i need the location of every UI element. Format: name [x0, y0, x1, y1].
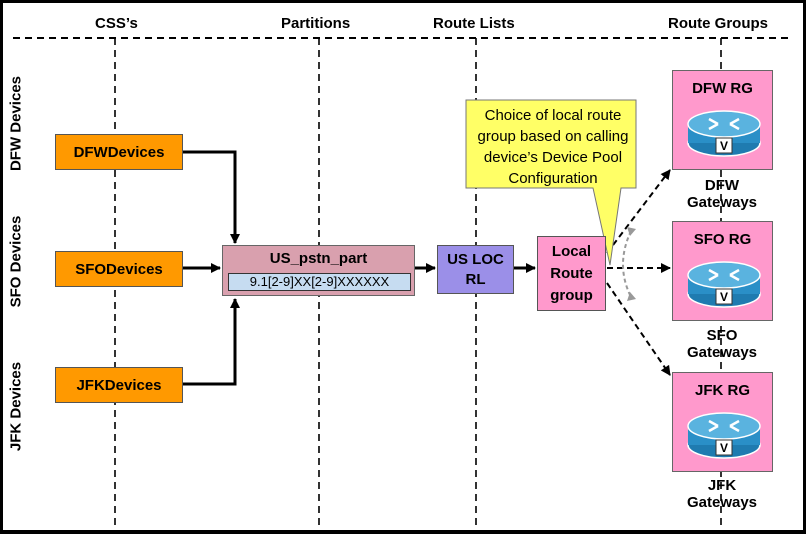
callout-line2: group based on calling — [477, 128, 629, 145]
router-icon: V — [687, 261, 761, 308]
header-css: CSS’s — [95, 15, 138, 32]
gateways-jfk-line2: Gateways — [686, 494, 758, 511]
route-group-dfw: DFW RG V — [672, 70, 773, 170]
css-box-dfw: DFWDevices — [55, 134, 183, 170]
route-group-dfw-name: DFW RG — [692, 80, 753, 97]
route-group-jfk: JFK RG V — [672, 372, 773, 472]
header-route-lists: Route Lists — [433, 15, 515, 32]
gateways-label-dfw: DFW Gateways — [662, 177, 782, 211]
dashed-arrow-to-dfw-rg — [606, 169, 671, 254]
route-group-sfo: SFO RG V — [672, 221, 773, 321]
gateways-label-jfk: JFK Gateways — [662, 477, 782, 511]
gateways-label-sfo: SFO Gateways — [662, 327, 782, 361]
local-route-group-box: Local Route group — [537, 236, 606, 311]
diagram-canvas: CSS’s Partitions Route Lists Route Group… — [3, 3, 803, 530]
route-group-jfk-name: JFK RG — [694, 382, 750, 399]
router-icon: V — [687, 412, 761, 459]
callout-text: Choice of local route group based on cal… — [473, 105, 633, 189]
arrow-dfw-to-partition — [183, 150, 240, 244]
css-box-jfk: JFKDevices — [55, 367, 183, 403]
header-partitions: Partitions — [281, 15, 351, 32]
partition-name: US_pstn_part — [269, 250, 368, 267]
callout-bubble — [465, 99, 637, 266]
gateways-sfo-line1: SFO — [706, 327, 738, 344]
route-list-box: US LOC RL — [437, 245, 514, 294]
route-list-name: US LOC — [447, 250, 504, 268]
local-route-group-line1: Local — [551, 242, 592, 260]
choice-arc-head-top — [627, 227, 636, 236]
row-label-jfk: JFK Devices — [7, 361, 25, 452]
css-box-sfo: SFODevices — [55, 251, 183, 287]
callout-line1: Choice of local route — [484, 107, 622, 124]
row-label-sfo: SFO Devices — [7, 215, 25, 308]
callout-line4: Configuration — [508, 170, 598, 187]
route-list-suffix: RL — [465, 270, 486, 288]
dashed-arrow-to-jfk-rg — [606, 282, 671, 376]
choice-arc-head-bottom — [627, 292, 636, 301]
local-route-group-line2: Route — [550, 264, 593, 282]
gateways-dfw-line1: DFW — [704, 177, 740, 194]
svg-text:V: V — [720, 441, 728, 455]
svg-text:V: V — [720, 139, 728, 153]
choice-arc-icon — [622, 230, 632, 298]
gateways-sfo-line2: Gateways — [686, 344, 758, 361]
partition-pattern: 9.1[2-9]XX[2-9]XXXXXX — [228, 273, 411, 291]
header-route-groups: Route Groups — [668, 15, 768, 32]
gateways-jfk-line1: JFK — [707, 477, 737, 494]
local-route-group-line3: group — [550, 286, 593, 304]
gateways-dfw-line2: Gateways — [686, 194, 758, 211]
router-icon: V — [687, 110, 761, 157]
row-label-dfw: DFW Devices — [7, 75, 25, 172]
svg-text:V: V — [720, 290, 728, 304]
arrow-jfk-to-partition — [183, 298, 240, 386]
callout-line3: device’s Device Pool — [483, 149, 623, 166]
route-group-sfo-name: SFO RG — [693, 231, 752, 248]
partition-box: US_pstn_part 9.1[2-9]XX[2-9]XXXXXX — [222, 245, 415, 296]
